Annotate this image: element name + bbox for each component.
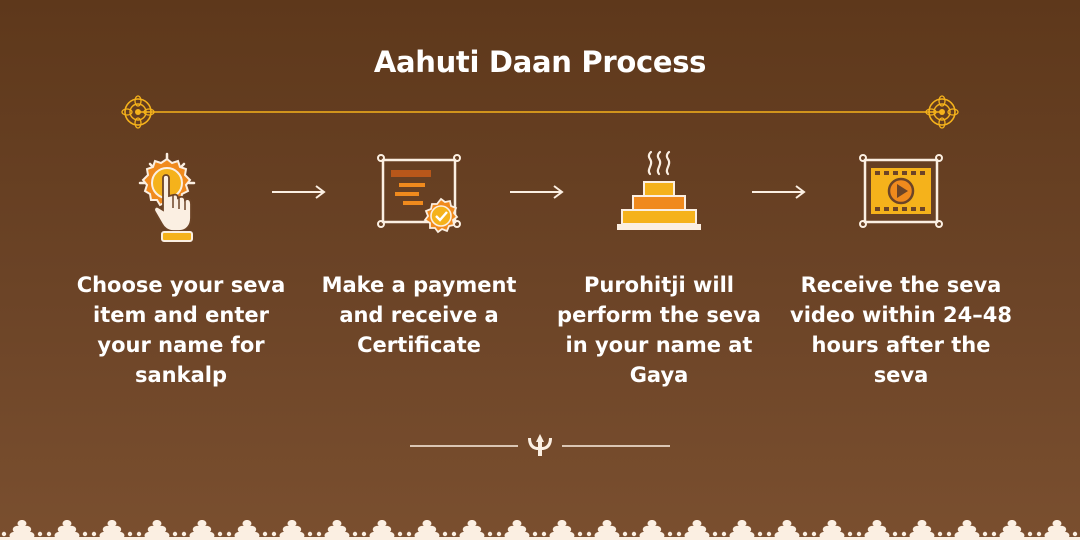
- trishul-icon: [528, 434, 552, 456]
- title-divider: [120, 95, 960, 129]
- step-description: Make a payment and receive a Certificate: [321, 273, 517, 357]
- step-payment: Make a payment and receive a Certificate: [304, 148, 534, 360]
- video-play-icon: [859, 154, 943, 228]
- step-choose-seva: Choose your seva item and enter your nam…: [66, 148, 296, 390]
- mandala-left-icon: [121, 95, 155, 129]
- step-receive-video: Receive the seva video within 24–48 hour…: [786, 148, 1016, 390]
- step-description: Purohitji will perform the seva in your …: [557, 273, 761, 387]
- page-title: Aahuti Daan Process: [373, 45, 707, 79]
- arrow-right-icon: [510, 185, 564, 199]
- decorative-border: [0, 512, 1080, 540]
- process-steps: Choose your seva item and enter your nam…: [0, 148, 1080, 408]
- step-description: Choose your seva item and enter your nam…: [76, 273, 286, 387]
- bottom-divider: [410, 434, 670, 456]
- mandala-right-icon: [925, 95, 959, 129]
- step-perform-seva: Purohitji will perform the seva in your …: [544, 148, 774, 390]
- arrow-right-icon: [272, 185, 326, 199]
- havan-kund-icon: [617, 150, 701, 230]
- arrow-right-icon: [752, 185, 806, 199]
- step-description: Receive the seva video within 24–48 hour…: [790, 273, 1012, 387]
- certificate-icon: [377, 154, 461, 234]
- tap-seva-item-icon: [138, 152, 196, 242]
